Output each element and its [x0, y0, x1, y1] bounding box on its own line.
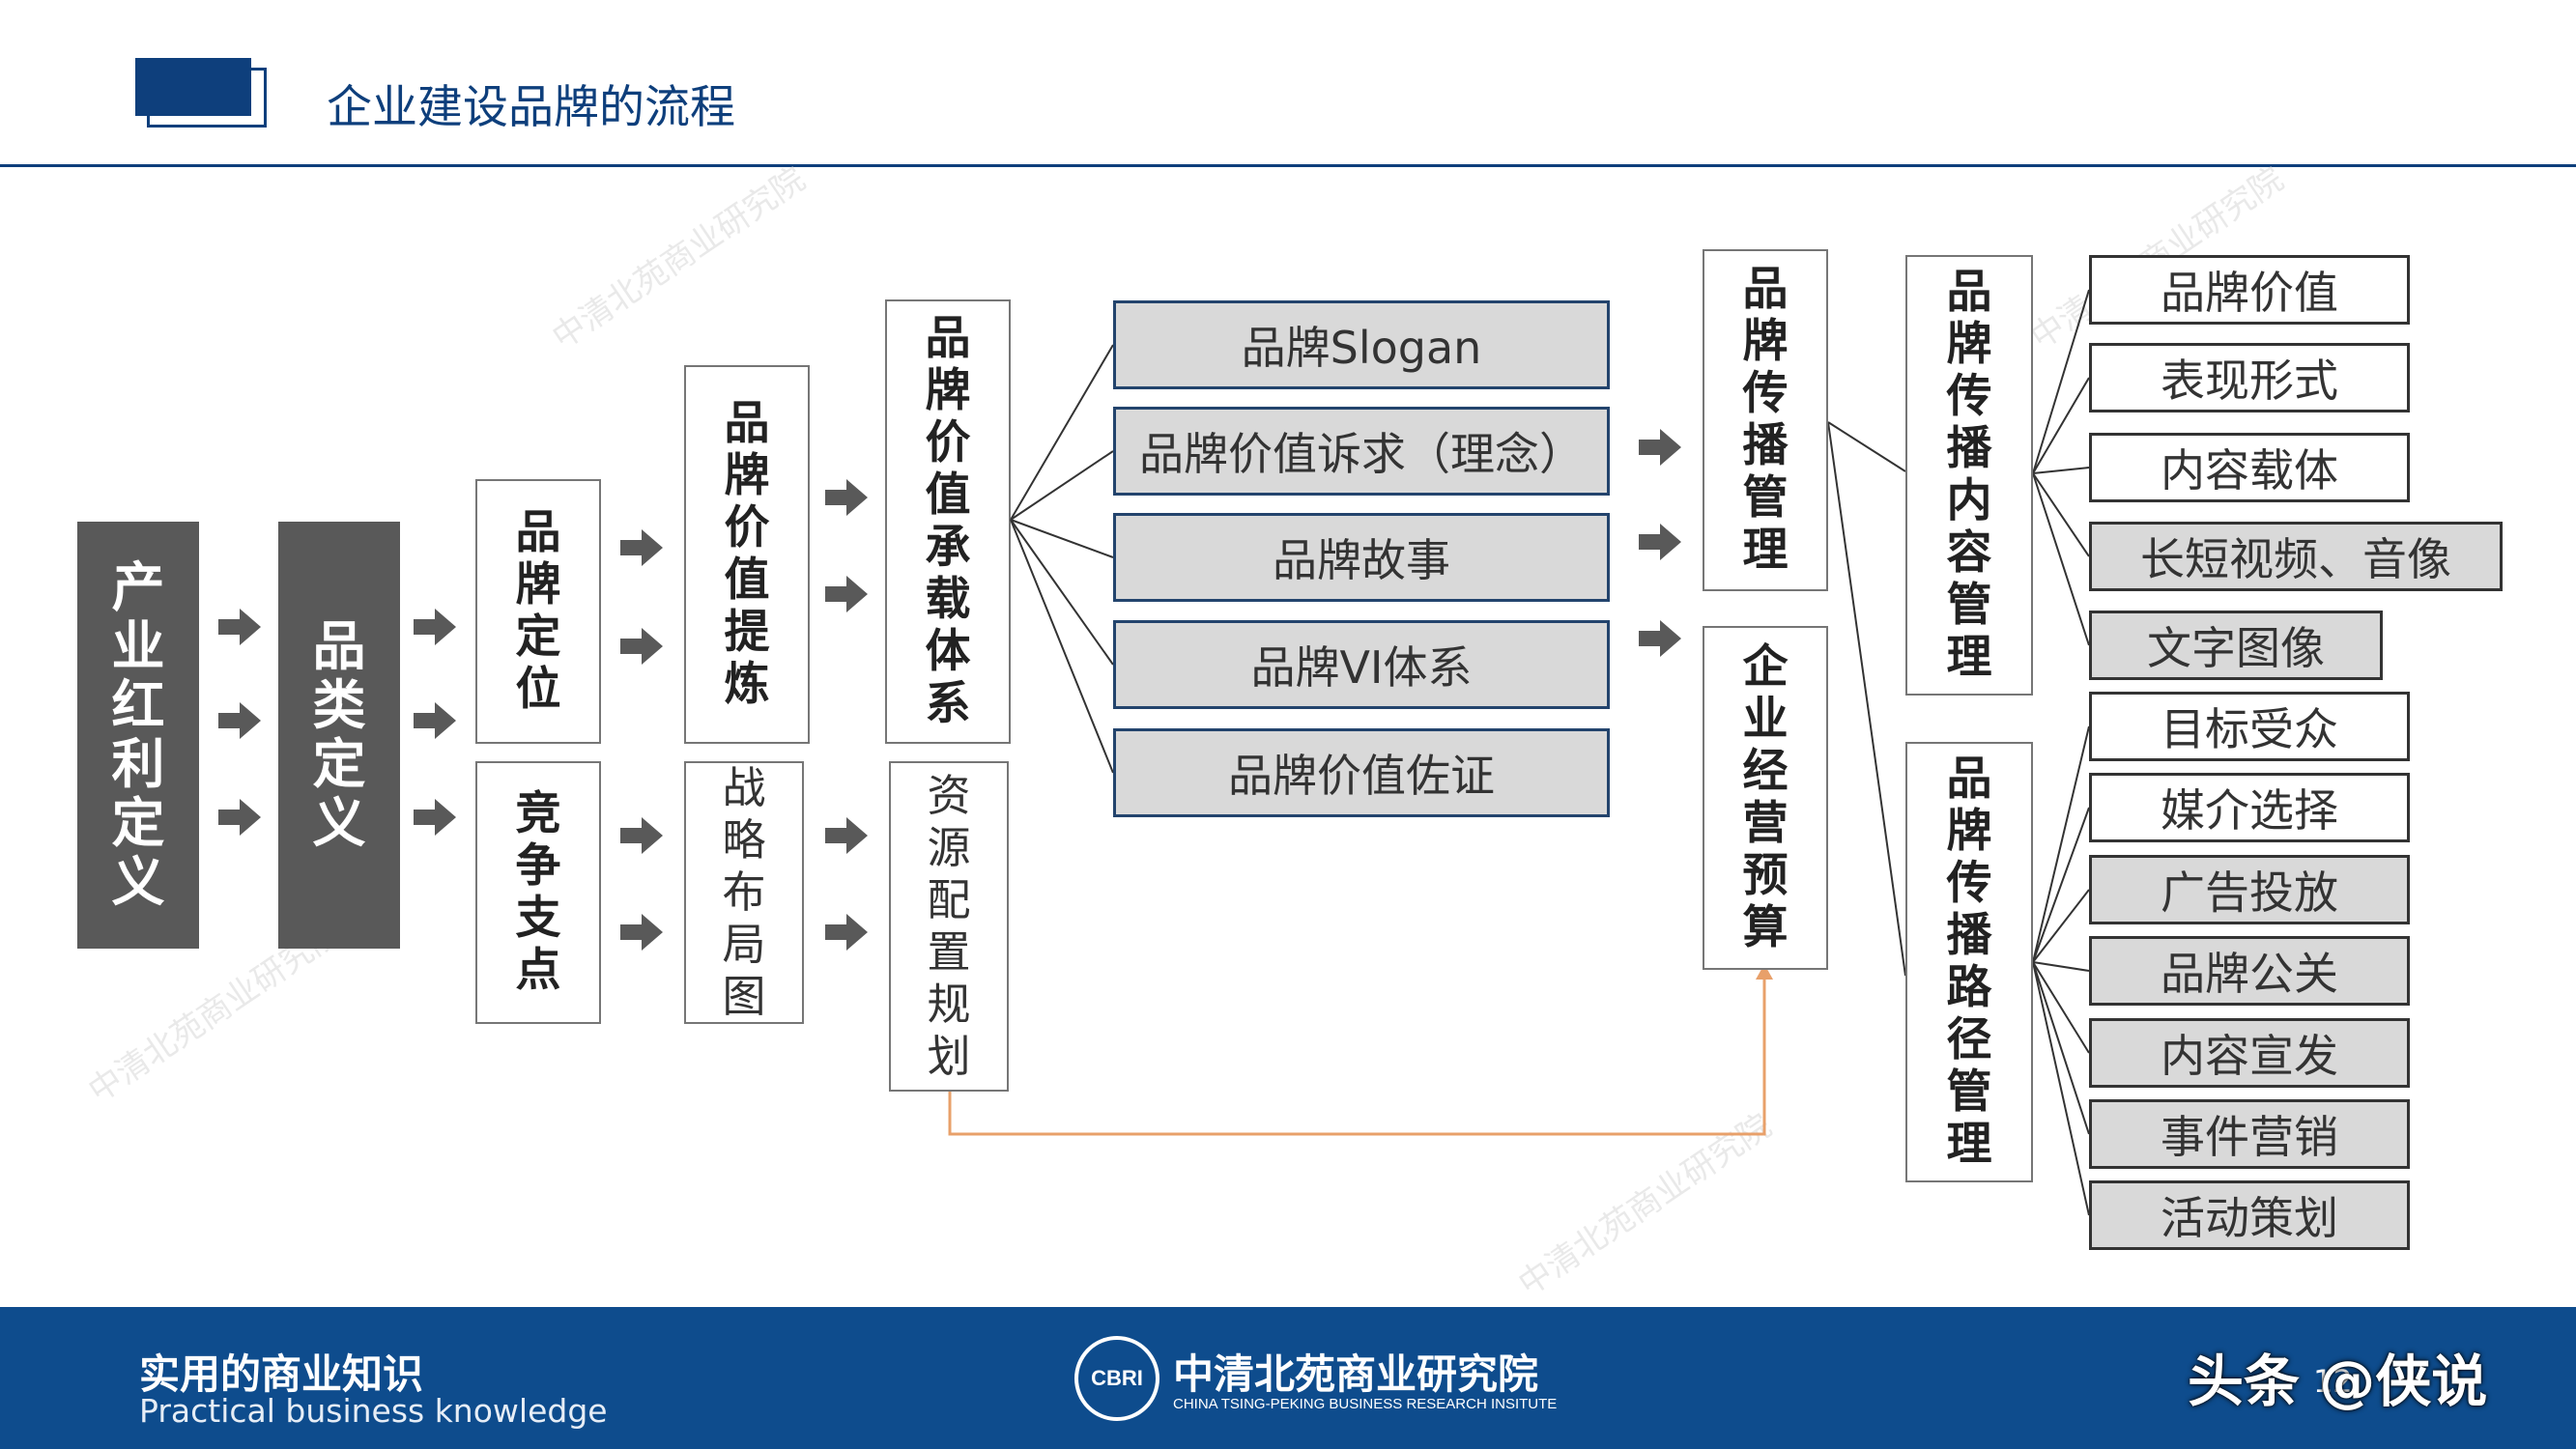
logo-badge: CBRI: [1091, 1366, 1143, 1390]
arrow-right-icon: [414, 799, 456, 836]
path-item-label: 品牌公关: [2161, 948, 2338, 1000]
header-divider: [0, 164, 2576, 167]
path-item-label: 事件营销: [2161, 1111, 2338, 1163]
arrow-right-icon: [620, 817, 663, 854]
middle-item-label: 品牌Slogan: [1241, 322, 1482, 374]
arrow-right-icon: [1639, 429, 1681, 466]
box-label: 品牌价值承载体系: [925, 312, 971, 730]
box-label: 企业经营预算: [1742, 640, 1789, 954]
brand-positioning-box: 品牌定位: [475, 479, 601, 744]
arrow-right-icon: [218, 609, 261, 645]
org-name: 中清北苑商业研究院: [1173, 1350, 1539, 1398]
content-item-label: 文字图像: [2147, 622, 2325, 674]
content-item: 长短视频、音像: [2089, 522, 2503, 591]
arrow-right-icon: [620, 914, 663, 951]
box-label: 战略布局图: [722, 762, 766, 1022]
industry-dividend-box: 产业红利定义: [77, 522, 199, 949]
strategy-canvas-box: 战略布局图: [684, 761, 804, 1024]
footer-bar: 实用的商业知识 Practical business knowledge CBR…: [0, 1307, 2576, 1449]
box-label: 产业红利定义: [111, 556, 165, 913]
arrow-right-icon: [825, 479, 868, 516]
arrow-right-icon: [825, 576, 868, 612]
box-label: 品牌传播管理: [1742, 263, 1789, 577]
arrow-right-icon: [414, 609, 456, 645]
arrow-right-icon: [218, 702, 261, 739]
content-item-label: 长短视频、音像: [2140, 533, 2451, 585]
box-label: 品牌传播路径管理: [1946, 753, 1992, 1171]
watermark: 中清北苑商业研究院: [545, 159, 813, 357]
box-label: 资源配置规划: [927, 770, 971, 1082]
resource-allocation-box: 资源配置规划: [889, 761, 1009, 1092]
middle-item-label: 品牌VI体系: [1250, 641, 1473, 694]
arrow-right-icon: [825, 817, 868, 854]
middle-item: 品牌VI体系: [1113, 620, 1610, 709]
path-mgmt-box: 品牌传播路径管理: [1905, 742, 2033, 1182]
org-name-en: CHINA TSING-PEKING BUSINESS RESEARCH INS…: [1173, 1396, 1558, 1412]
page-title: 企业建设品牌的流程: [327, 81, 735, 134]
arrow-right-icon: [825, 914, 868, 951]
watermark: 中清北苑商业研究院: [1511, 1106, 1779, 1304]
content-item: 内容载体: [2089, 433, 2410, 502]
content-item: 文字图像: [2089, 611, 2383, 680]
path-item: 品牌公关: [2089, 936, 2410, 1006]
middle-item: 品牌价值佐证: [1113, 728, 1610, 817]
path-item: 媒介选择: [2089, 773, 2410, 842]
middle-item-label: 品牌价值佐证: [1228, 750, 1495, 802]
path-item: 目标受众: [2089, 692, 2410, 761]
org-logo-icon: CBRI: [1074, 1336, 1159, 1421]
brand-communication-mgmt-box: 品牌传播管理: [1703, 249, 1828, 591]
box-label: 品牌定位: [515, 506, 561, 716]
path-item-label: 媒介选择: [2161, 784, 2338, 837]
content-item-label: 品牌价值: [2161, 267, 2338, 319]
content-item-label: 表现形式: [2161, 355, 2338, 407]
arrow-right-icon: [1639, 524, 1681, 560]
middle-item-label: 品牌故事: [1273, 534, 1450, 586]
arrow-right-icon: [1639, 620, 1681, 657]
middle-item-label: 品牌价值诉求（理念）: [1139, 428, 1584, 480]
path-item: 内容宣发: [2089, 1018, 2410, 1088]
middle-item: 品牌故事: [1113, 513, 1610, 602]
path-item: 广告投放: [2089, 855, 2410, 924]
path-item-label: 广告投放: [2161, 867, 2338, 919]
middle-item: 品牌Slogan: [1113, 300, 1610, 389]
arrow-right-icon: [414, 702, 456, 739]
credit-watermark: 头条 @侠说: [2188, 1349, 2488, 1414]
footer-title: 实用的商业知识: [139, 1350, 424, 1398]
competitive-fulcrum-box: 竞争支点: [475, 761, 601, 1024]
category-definition-box: 品类定义: [278, 522, 400, 949]
path-item: 活动策划: [2089, 1180, 2410, 1250]
business-budget-box: 企业经营预算: [1703, 626, 1828, 970]
content-mgmt-box: 品牌传播内容管理: [1905, 255, 2033, 696]
arrow-right-icon: [218, 799, 261, 836]
arrow-right-icon: [620, 628, 663, 665]
content-item: 表现形式: [2089, 343, 2410, 412]
brand-value-refining-box: 品牌价值提炼: [684, 365, 810, 744]
arrow-right-icon: [620, 529, 663, 566]
box-label: 竞争支点: [515, 787, 561, 997]
box-label: 品牌价值提炼: [724, 397, 770, 711]
path-item-label: 目标受众: [2161, 703, 2338, 755]
path-item-label: 活动策划: [2161, 1192, 2338, 1244]
page-number: 12: [2313, 1363, 2353, 1400]
path-item-label: 内容宣发: [2161, 1030, 2338, 1082]
content-item: 品牌价值: [2089, 255, 2410, 325]
content-item-label: 内容载体: [2161, 444, 2338, 497]
path-item: 事件营销: [2089, 1099, 2410, 1169]
middle-item: 品牌价值诉求（理念）: [1113, 407, 1610, 496]
header-bar-fill: [135, 58, 251, 116]
footer-subtitle: Practical business knowledge: [139, 1392, 608, 1430]
box-label: 品类定义: [312, 615, 366, 854]
brand-value-carrier-box: 品牌价值承载体系: [885, 299, 1011, 744]
box-label: 品牌传播内容管理: [1946, 266, 1992, 684]
